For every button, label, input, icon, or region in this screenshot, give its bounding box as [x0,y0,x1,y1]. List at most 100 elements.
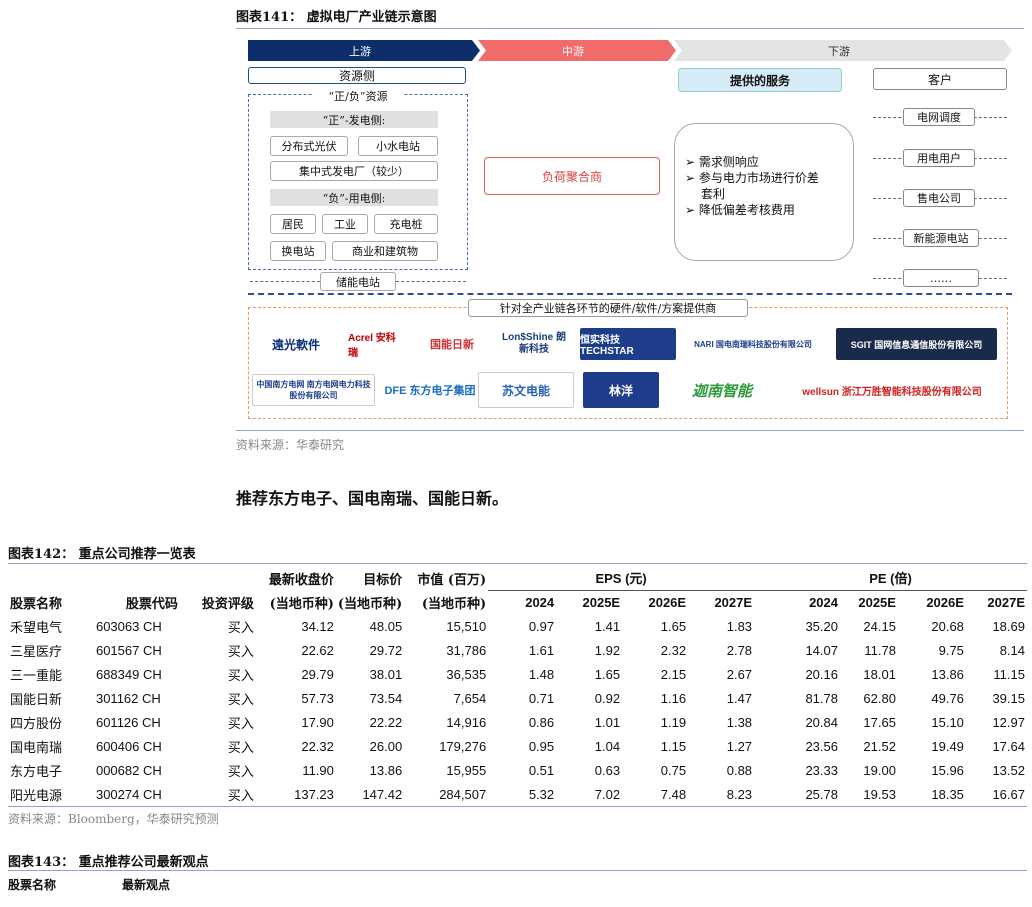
cell-value: 29.79 [301,666,334,682]
cell-value: 2.78 [726,642,753,658]
item-distributed-pv: 分布式光伏 [270,136,348,156]
cell-value: 1.38 [726,714,753,730]
cell-value: 1.27 [726,738,753,754]
cell-value: 7,654 [453,690,487,706]
item-swap-station: 换电站 [270,241,326,261]
cell-value: 2.32 [660,642,687,658]
cell-value: 1.83 [726,618,753,634]
header-year: 2026E [926,594,964,610]
cell-value: 20.16 [805,666,838,682]
cell-value: 39.15 [992,690,1025,706]
item-residential: 居民 [270,214,316,234]
logo-wellsun: wellsun 浙江万胜智能科技股份有限公司 [802,386,982,398]
cell-rating: 买入 [227,764,254,780]
cell-value: 17.64 [992,738,1025,754]
cell-value: 73.54 [369,690,403,706]
cell-rating: 买入 [227,644,254,660]
cell-value: 2.15 [660,666,687,682]
cell-value: 1.61 [528,642,555,658]
cell-value: 0.95 [528,738,555,754]
cell-value: 0.71 [528,690,555,706]
logo-longshine: Lon$Shine 朗新科技 [502,332,566,355]
cell-value: 1.48 [528,666,555,682]
cell-value: 7.02 [594,786,621,802]
header-currency: (当地币种) [421,596,487,612]
header-currency: (当地币种) [337,596,403,612]
stage-midstream: 中游 [562,44,584,58]
cell-stock-code: 601567 CH [95,642,162,658]
header-eps-group: EPS (元) [488,566,755,591]
cell-stock-name: 国能日新 [10,692,63,708]
cell-stock-code: 603063 CH [95,618,162,634]
cell-value: 13.86 [369,762,403,778]
cell-stock-name: 三星医疗 [10,644,63,660]
storage-line-left [250,281,320,282]
header-rating: 投资评级 [201,596,254,612]
cell-value: 0.97 [528,618,555,634]
cell-rating: 买入 [227,692,254,708]
logo-suwen: 苏文电能 [478,372,574,408]
cell-value: 36,535 [446,666,487,682]
cell-value: 2.67 [726,666,753,682]
cell-value: 14.07 [805,642,838,658]
cell-stock-code: 601126 CH [95,714,161,730]
item-charging-pile: 充电桩 [374,214,438,234]
service-demand-response: ➢ 需求侧响应 [685,155,759,169]
stage-downstream: 下游 [828,44,850,58]
cell-value: 7.48 [660,786,687,802]
cell-stock-code: 600406 CH [95,738,162,754]
cell-value: 1.41 [594,618,621,634]
header-stock-name-143: 股票名称 [8,878,57,892]
header-year: 2024 [809,594,838,610]
customer-power-user: 用电用户 [903,149,975,167]
cell-value: 1.15 [660,738,687,754]
cell-value: 38.01 [369,666,403,682]
cell-value: 5.32 [528,786,555,802]
providers-title: 针对全产业链各环节的硬件/软件/方案提供商 [468,299,748,317]
cell-value: 1.65 [660,618,687,634]
cell-rating: 买入 [227,788,254,804]
cell-value: 18.35 [931,786,964,802]
logo-nari: NARI 国电南瑞科技股份有限公司 [694,339,812,349]
cell-stock-name: 国电南瑞 [10,740,63,756]
cell-value: 48.05 [369,618,403,634]
cell-value: 0.88 [726,762,753,778]
table-bottom-rule [8,806,1027,807]
consumption-side-band: “负”-用电侧: [270,189,438,206]
cell-value: 11.90 [302,762,334,778]
cell-value: 24.15 [863,618,896,634]
cell-stock-name: 四方股份 [10,716,63,732]
cell-stock-code: 301162 CH [95,690,161,706]
cell-value: 284,507 [439,786,487,802]
value-chain-arrows [248,40,1012,61]
cell-value: 15.96 [931,762,964,778]
table-header-row-1: 最新收盘价 目标价 市值 (百万) EPS (元) PE (倍) [8,566,1027,591]
services-title-box: 提供的服务 [678,68,842,92]
cell-value: 34.12 [301,618,334,634]
figure-141-caption: 图表141： 虚拟电厂产业链示意图 [236,10,437,25]
header-year: 2027E [987,594,1025,610]
cell-value: 20.84 [805,714,838,730]
item-commercial-building: 商业和建筑物 [332,241,438,261]
cell-stock-code: 000682 CH [95,762,162,778]
header-target-price: 目标价 [363,572,403,588]
logo-sgit: SGIT 国网信息通信股份有限公司 [836,328,997,360]
header-currency: (当地币种) [269,596,334,612]
cell-stock-name: 阳光电源 [10,788,63,804]
cell-value: 15,510 [446,618,487,634]
storage-station-box: 储能电站 [320,272,396,291]
recommendation-table: 最新收盘价 目标价 市值 (百万) EPS (元) PE (倍) 股票名称 股票… [8,566,1027,806]
header-year: 2027E [714,594,753,610]
table-top-rule [8,563,1027,564]
cell-value: 1.92 [594,642,621,658]
customer-more: …… [903,269,979,287]
cell-value: 31,786 [446,642,487,658]
cell-value: 49.76 [931,690,964,706]
logo-jiannan: 迦南智能 [691,382,752,400]
cell-value: 0.92 [594,690,621,706]
cell-rating: 买入 [227,620,254,636]
cell-value: 9.75 [938,642,964,658]
